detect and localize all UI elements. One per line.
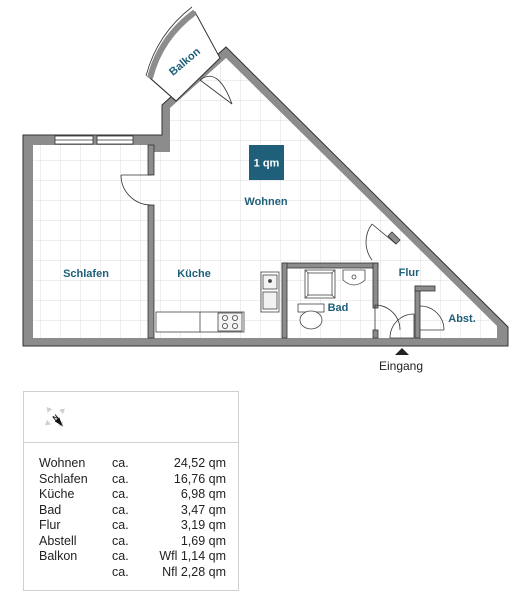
entrance-marker: Eingang — [379, 348, 423, 373]
room-label-flur: Flur — [399, 267, 420, 279]
door-entrance — [389, 313, 415, 339]
bedroom-windows — [54, 135, 134, 145]
balcony — [145, 6, 221, 102]
scale-label: 1 qm — [254, 158, 280, 170]
legend-divider — [24, 442, 238, 443]
area-name: Wohnen — [39, 456, 86, 470]
area-name: Balkon — [39, 549, 78, 563]
shower — [304, 269, 336, 299]
room-label-bad: Bad — [328, 302, 349, 314]
area-value: 24,52 qm — [173, 456, 226, 470]
compass-icon: N — [45, 407, 65, 427]
area-row: Wohnen ca. 24,52 qm — [39, 456, 226, 472]
area-value: 6,98 qm — [180, 487, 226, 501]
area-value: 3,19 qm — [180, 518, 226, 532]
area-ca: ca. — [112, 487, 129, 501]
area-row: Abstell ca. 1,69 qm — [39, 534, 226, 550]
area-value: 16,76 qm — [173, 471, 226, 486]
area-row: Bad ca. 3,47 qm — [39, 503, 226, 519]
area-row: Flur ca. 3,19 qm — [39, 518, 226, 534]
floor-plan: 1 qm Wohnen Schlafen Küche Bad Flur Abst… — [22, 6, 509, 373]
area-value: Wfl 1,14 qm — [159, 549, 226, 563]
kitchen-counter — [155, 311, 245, 333]
door-bad — [374, 304, 401, 331]
area-name: Flur — [39, 518, 61, 532]
kitchen-sink — [260, 271, 280, 313]
area-ca: ca. — [112, 564, 129, 579]
washbasin — [342, 269, 366, 286]
area-value: 3,47 qm — [180, 502, 226, 517]
area-name: Bad — [39, 502, 62, 517]
door-schlafen — [120, 174, 152, 206]
area-value: 1,69 qm — [180, 533, 226, 548]
entrance-label: Eingang — [379, 359, 423, 373]
toilet — [297, 303, 325, 330]
area-name: Schlafen — [39, 471, 88, 486]
area-ca: ca. — [112, 549, 129, 563]
area-name: Abstell — [39, 533, 77, 548]
area-row: ca. Nfl 2,28 qm — [39, 565, 226, 581]
area-value: Nfl 2,28 qm — [162, 564, 226, 579]
scale-box: 1 qm — [249, 145, 284, 180]
balcony-door — [199, 75, 233, 105]
area-row: Küche ca. 6,98 qm — [39, 487, 226, 503]
area-row: Schlafen ca. 16,76 qm — [39, 472, 226, 488]
interior-walls — [147, 144, 436, 339]
area-row: Balkon ca. Wfl 1,14 qm — [39, 549, 226, 565]
area-ca: ca. — [112, 471, 129, 486]
area-ca: ca. — [112, 502, 129, 517]
area-name — [39, 565, 112, 581]
door-abstell — [419, 305, 445, 331]
room-label-schlafen: Schlafen — [63, 268, 109, 280]
area-ca: ca. — [112, 518, 129, 532]
svg-text:N: N — [52, 414, 60, 423]
area-name: Küche — [39, 487, 75, 501]
area-ca: ca. — [112, 533, 129, 548]
room-label-kueche: Küche — [177, 268, 211, 280]
area-ca: ca. — [112, 456, 129, 470]
door-flur — [365, 223, 397, 261]
room-label-wohnen: Wohnen — [244, 196, 287, 208]
room-label-abstell: Abst. — [448, 313, 476, 325]
